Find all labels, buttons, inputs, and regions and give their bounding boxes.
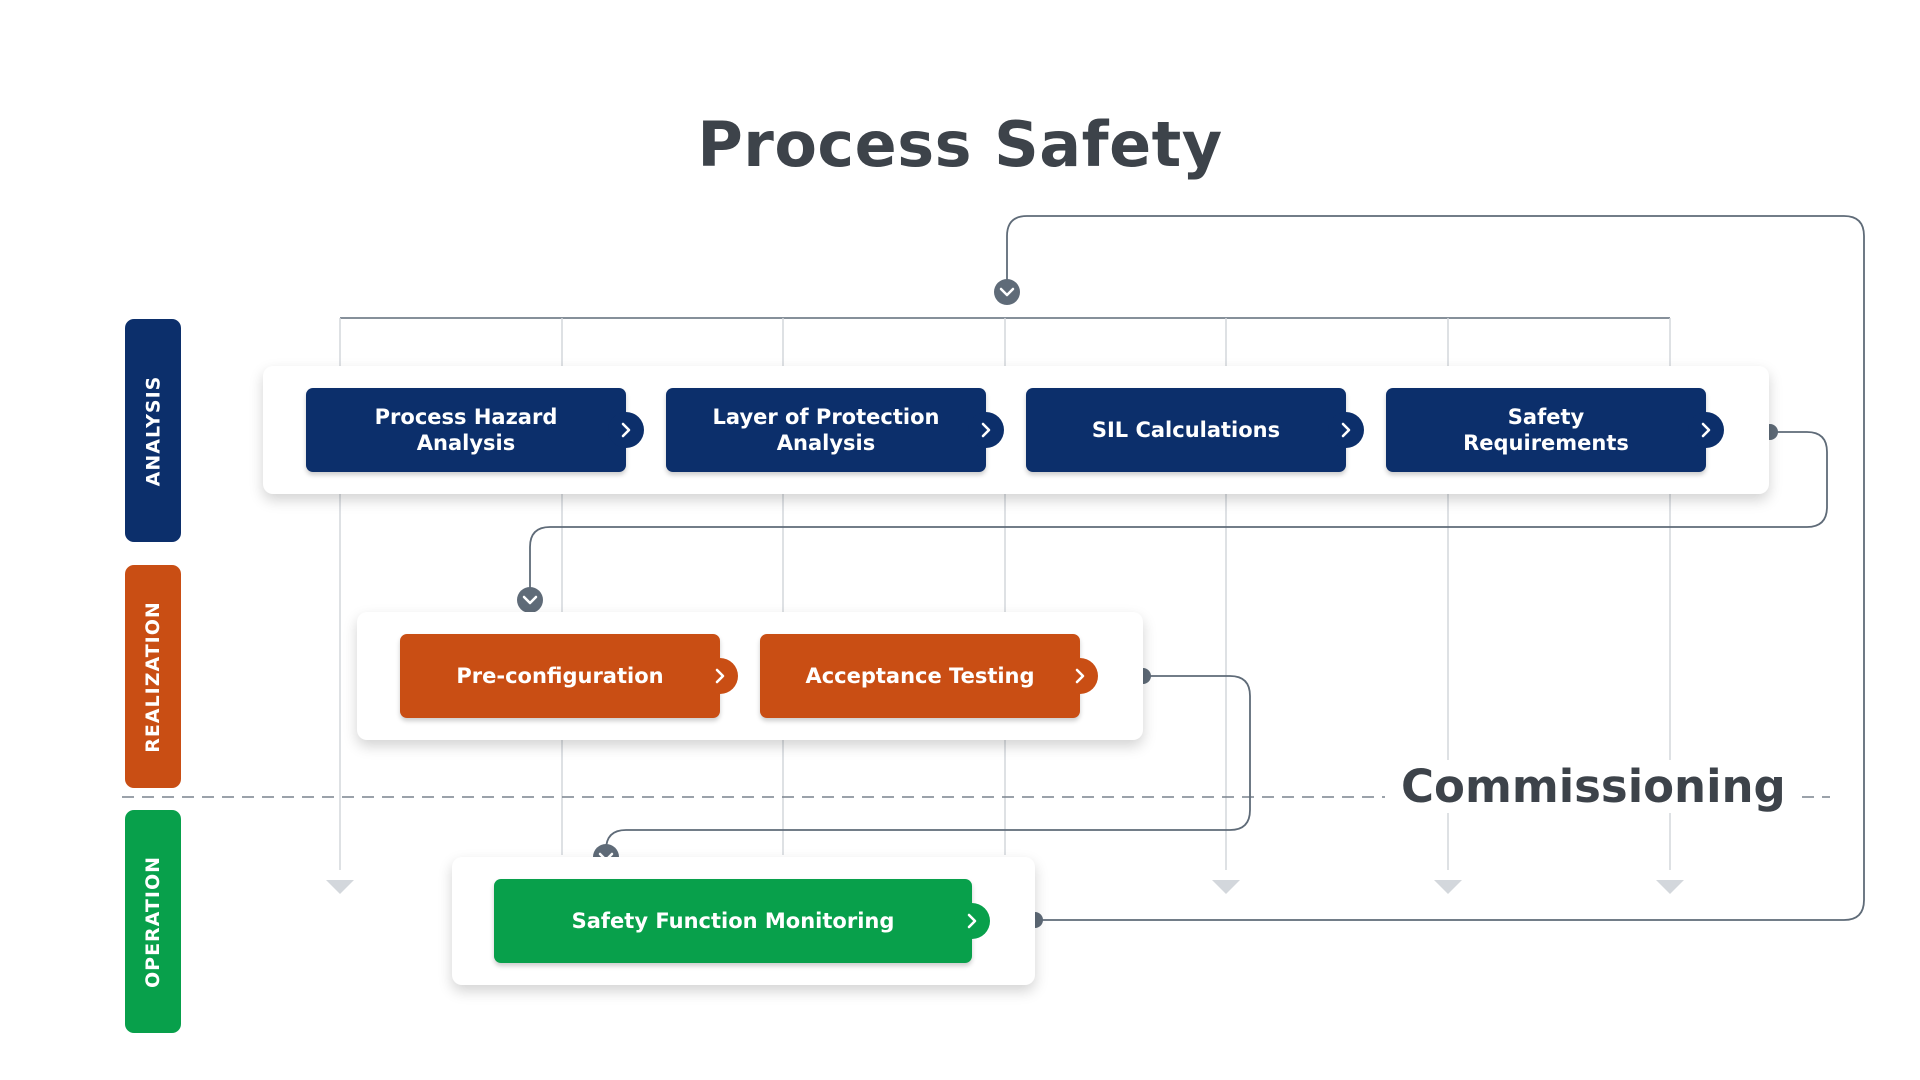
chevron-right-icon <box>968 412 1004 448</box>
lane-label: ANALYSIS <box>142 375 164 486</box>
step-process-hazard-analysis[interactable]: Process Hazard Analysis <box>306 388 644 472</box>
chevron-right-icon <box>608 412 644 448</box>
step-safety-requirements[interactable]: Safety Requirements <box>1386 388 1724 472</box>
step-label: Process Hazard Analysis <box>374 404 558 455</box>
step-label: Safety Requirements <box>1463 404 1629 455</box>
chevron-right-icon <box>954 903 990 939</box>
chevron-down-icon <box>994 279 1020 305</box>
page-title: Process Safety <box>697 108 1223 181</box>
chevron-right-icon <box>1328 412 1364 448</box>
step-pre-configuration[interactable]: Pre-configuration <box>400 634 738 718</box>
step-label: Pre-configuration <box>456 663 664 688</box>
step-safety-function-monitoring[interactable]: Safety Function Monitoring <box>494 879 990 963</box>
flow-connectors <box>529 215 1865 921</box>
lane-operation: OPERATION <box>125 810 181 1033</box>
step-label: Safety Function Monitoring <box>571 908 895 933</box>
step-label: SIL Calculations <box>1091 417 1281 442</box>
chevron-down-icon <box>517 587 543 613</box>
step-acceptance-testing[interactable]: Acceptance Testing <box>760 634 1098 718</box>
guide-arrowheads <box>326 880 1684 894</box>
commissioning-label: Commissioning <box>1385 760 1802 813</box>
chevron-right-icon <box>1688 412 1724 448</box>
lane-realization: REALIZATION <box>125 565 181 788</box>
lane-label: REALIZATION <box>142 600 164 753</box>
chevron-right-icon <box>1062 658 1098 694</box>
step-layer-of-protection-analysis[interactable]: Layer of Protection Analysis <box>666 388 1004 472</box>
lane-analysis: ANALYSIS <box>125 319 181 542</box>
step-label: Layer of Protection Analysis <box>712 404 940 455</box>
step-sil-calculations[interactable]: SIL Calculations <box>1026 388 1364 472</box>
lane-label: OPERATION <box>142 855 164 988</box>
chevron-right-icon <box>702 658 738 694</box>
step-label: Acceptance Testing <box>805 663 1035 688</box>
